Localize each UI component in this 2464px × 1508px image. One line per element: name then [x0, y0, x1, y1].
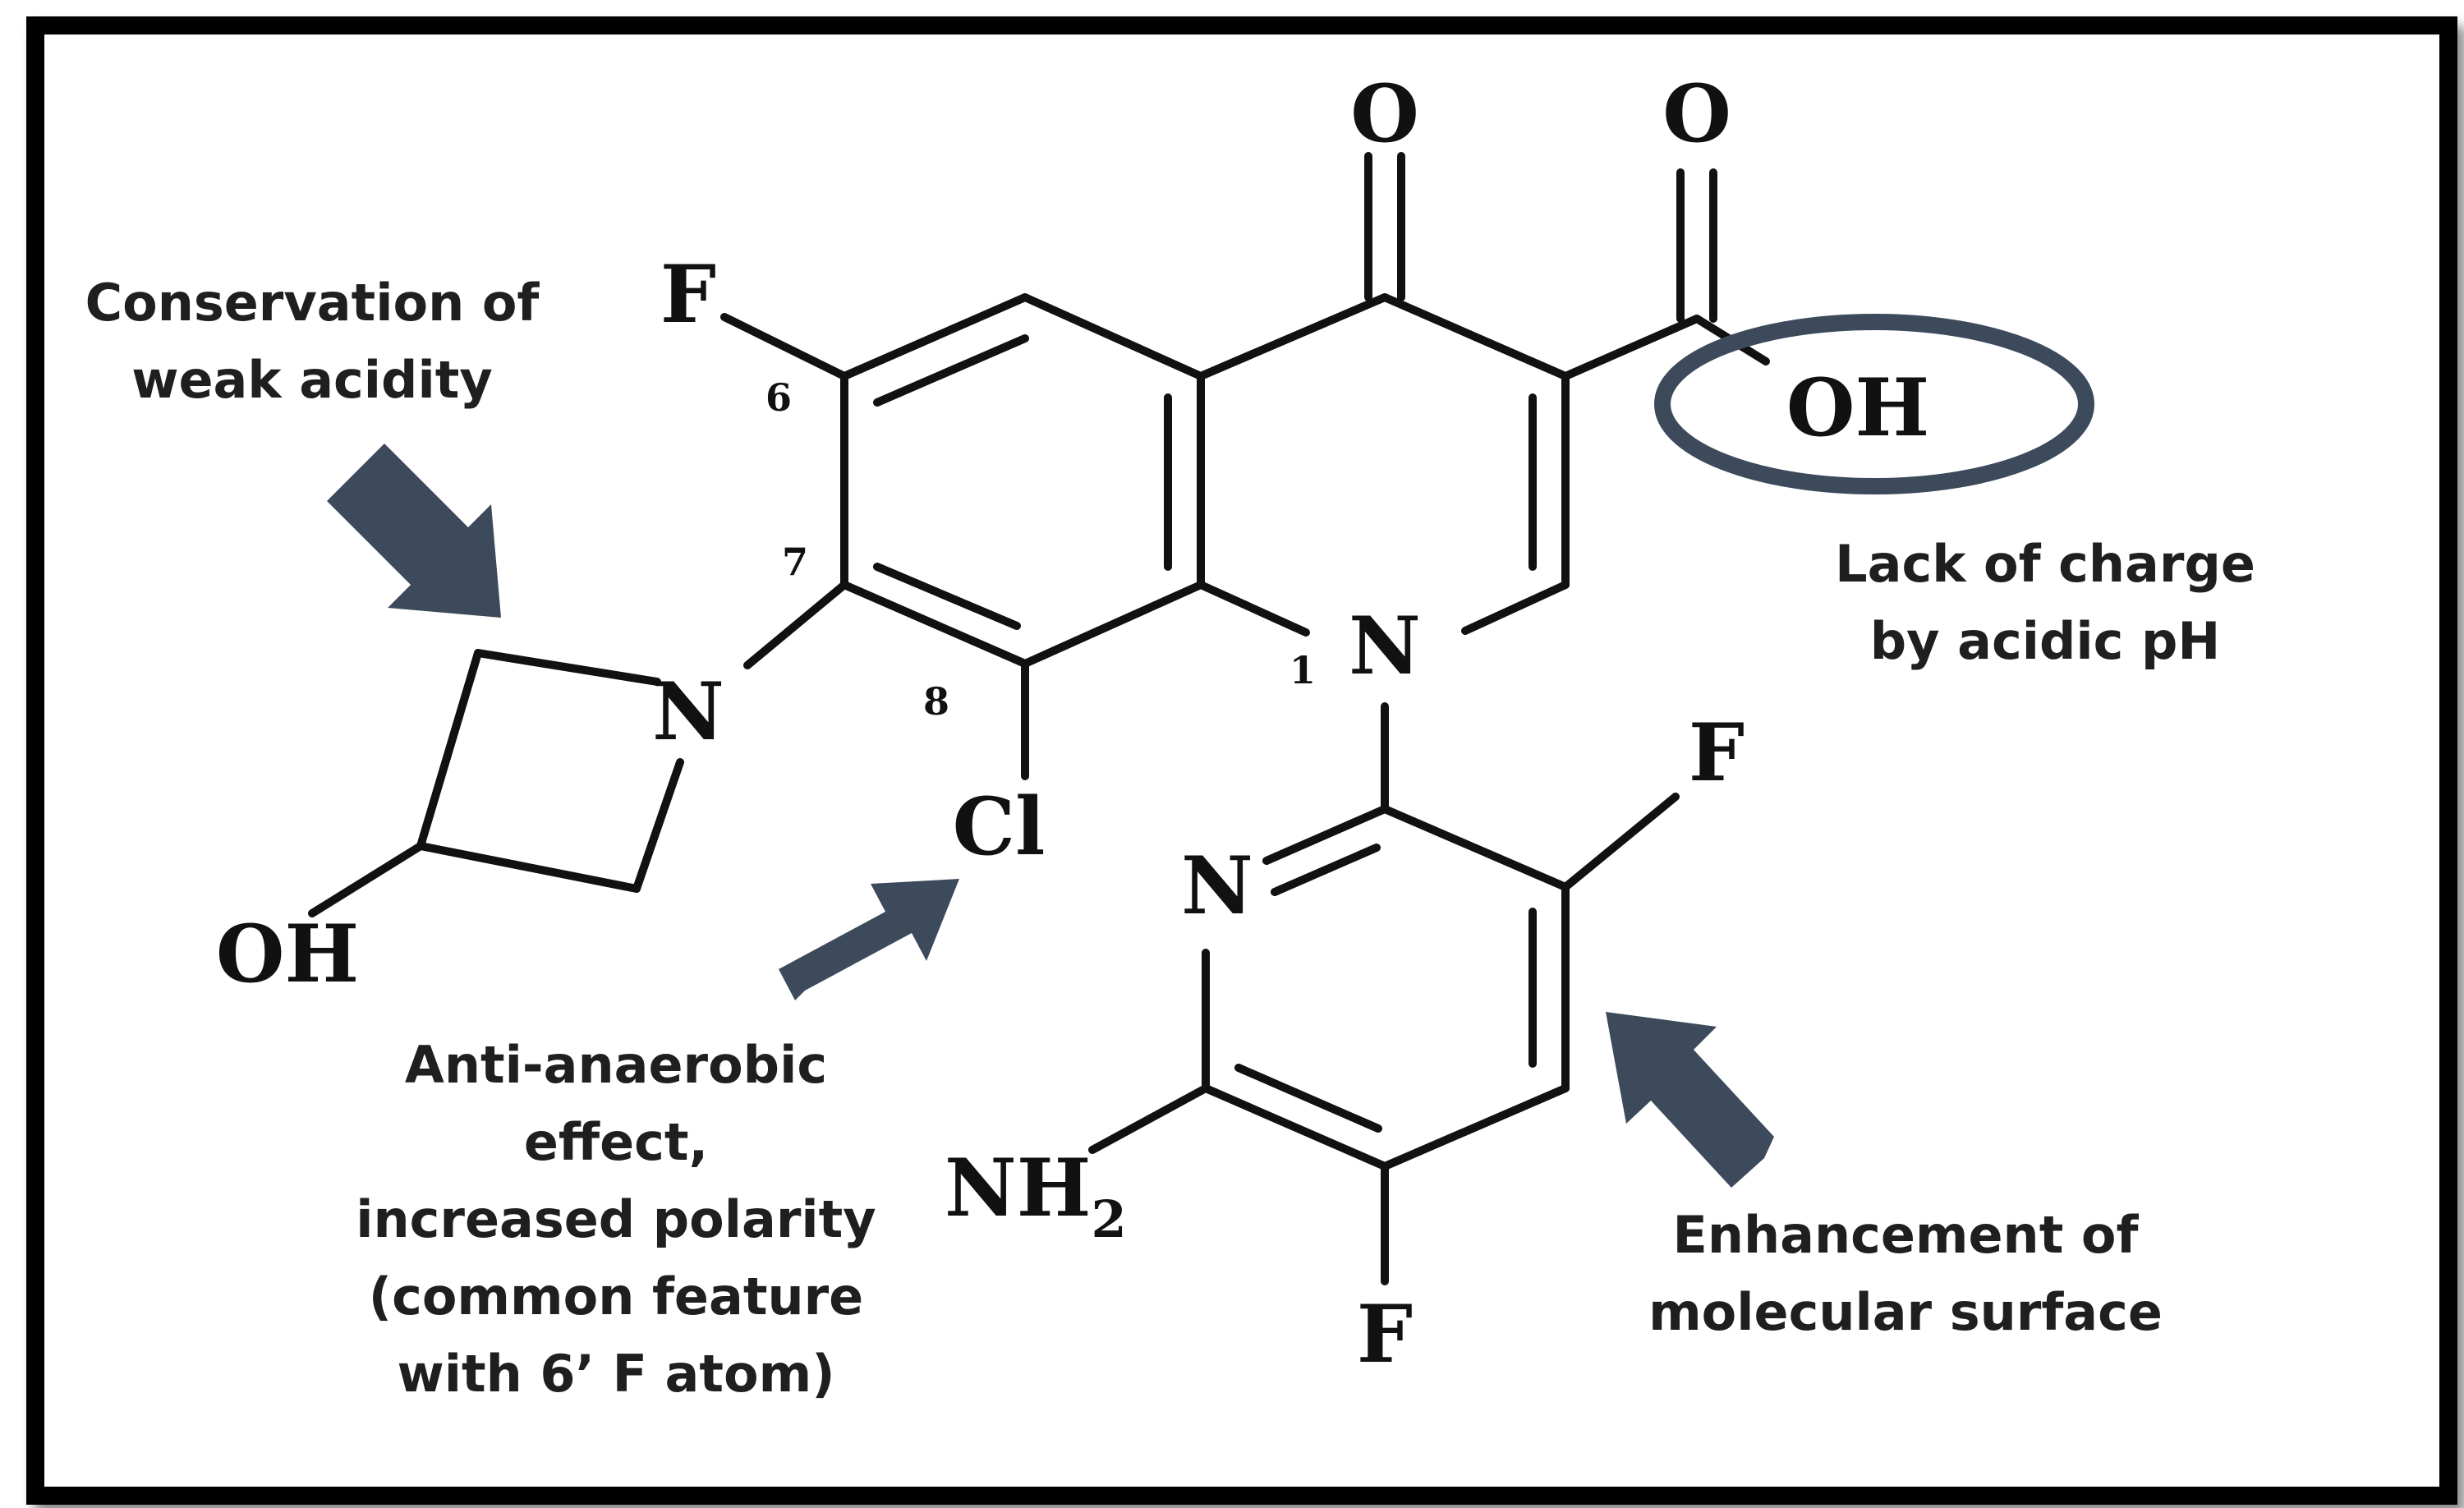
- arrow-anti-anaerobic: [779, 879, 959, 1000]
- svg-text:Enhancement of: Enhancement of: [1673, 1205, 2140, 1265]
- azetidine-hydroxyl-label: OH: [216, 908, 359, 1000]
- arrow-molecular-surface: [1606, 1012, 1774, 1188]
- amino-group-label: NH2: [945, 1142, 1127, 1249]
- svg-text:weak acidity: weak acidity: [131, 350, 493, 410]
- keto-oxygen-label: O: [1350, 67, 1419, 160]
- svg-text:with 6’ F atom): with 6’ F atom): [397, 1344, 834, 1404]
- nitrogen-1-label: N: [1349, 600, 1421, 692]
- svg-text:Anti-anaerobic: Anti-anaerobic: [405, 1035, 827, 1095]
- bond-lines: [308, 152, 1770, 1285]
- svg-text:molecular surface: molecular surface: [1648, 1282, 2163, 1342]
- position-7-number: 7: [782, 540, 808, 584]
- svg-text:effect,: effect,: [524, 1112, 708, 1172]
- acid-oh-highlight: [1654, 314, 2094, 494]
- svg-text:Conservation of: Conservation of: [85, 273, 540, 333]
- annotation-anti-anaerobic: Anti-anaerobic effect, increased polarit…: [355, 1034, 876, 1405]
- svg-text:by acidic pH: by acidic pH: [1870, 611, 2220, 671]
- arrow-weak-acidity: [327, 444, 501, 618]
- fluorine-6-label: F: [660, 248, 716, 341]
- carbonyl-oxygen-label: O: [1662, 67, 1731, 160]
- acid-hydroxyl-label: OH: [1786, 361, 1929, 454]
- pyridine-fluorine-upper-label: F: [1689, 706, 1745, 799]
- annotation-weak-acidity: Conservation of weak acidity: [85, 272, 541, 411]
- position-1-number: 1: [1289, 648, 1316, 692]
- chlorine-8-label: Cl: [953, 780, 1046, 873]
- diagram-frame: [26, 16, 2457, 1505]
- pyridine-nitrogen-label: N: [1181, 839, 1253, 932]
- svg-text:increased polarity: increased polarity: [356, 1189, 876, 1249]
- svg-text:Lack of charge: Lack of charge: [1835, 534, 2255, 594]
- pyridine-fluorine-lower-label: F: [1357, 1288, 1413, 1381]
- svg-text:(common feature: (common feature: [369, 1267, 863, 1326]
- position-8-number: 8: [923, 679, 949, 724]
- annotation-molecular-surface: Enhancement of molecular surface: [1648, 1204, 2163, 1343]
- position-6-number: 6: [765, 375, 792, 420]
- annotation-lack-of-charge: Lack of charge by acidic pH: [1834, 533, 2256, 672]
- azetidine-nitrogen-label: N: [652, 665, 724, 758]
